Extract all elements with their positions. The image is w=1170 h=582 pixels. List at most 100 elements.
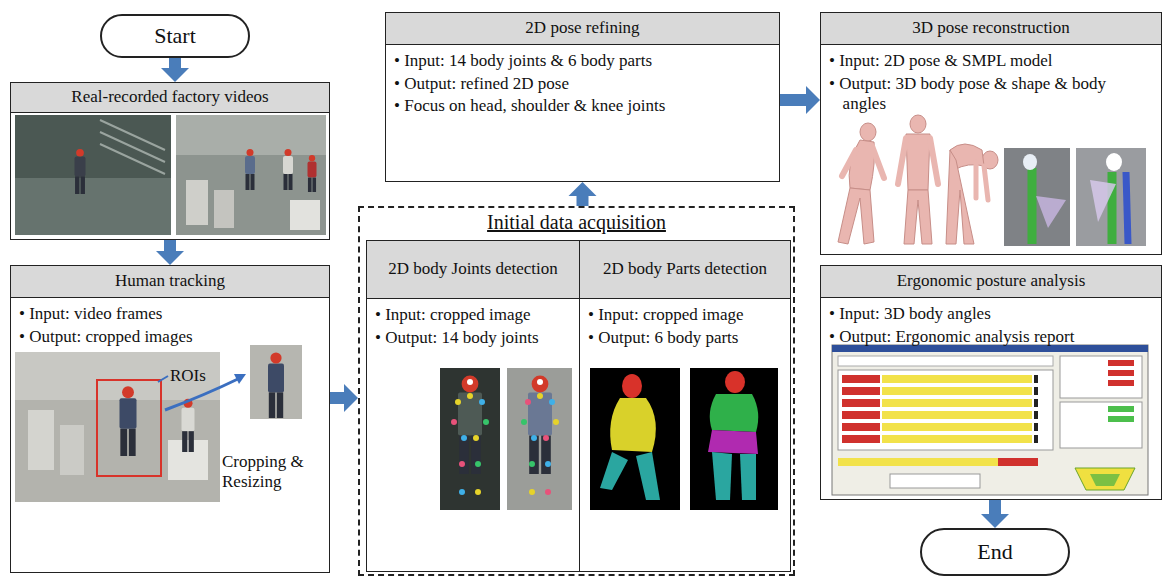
arrow-head (161, 68, 189, 82)
report-flag-red (1108, 380, 1134, 386)
video-worker-leg (246, 174, 250, 190)
box-body: • Input: 14 body joints & 6 body parts• … (386, 45, 779, 117)
report-header-field (838, 356, 1053, 366)
box-body: • Input: cropped image• Output: 14 body … (367, 299, 579, 348)
report-bar-red (842, 375, 880, 383)
angle-panel (1004, 148, 1070, 246)
roi-leader-line (158, 376, 168, 382)
box-body (11, 113, 329, 119)
mannequin-head (860, 123, 876, 141)
box-title: Ergonomic posture analysis (897, 271, 1086, 291)
terminal-label: End (977, 539, 1012, 565)
report-bar-red (998, 458, 1038, 466)
report-bar-yellow (882, 375, 1032, 383)
cropped-worker-leg (277, 392, 283, 418)
flow-arrow (981, 500, 1009, 528)
arrow-head (806, 86, 820, 114)
report-marker (1034, 399, 1038, 407)
report-side-panel (1060, 402, 1142, 448)
tracking-worker-body (182, 408, 195, 431)
bullet-text: • Output: refined 2D pose (394, 74, 771, 95)
arrow-shaft (164, 240, 176, 251)
report-bar-red (842, 387, 880, 395)
video-frame-photo (15, 115, 171, 235)
group-dashed-box: Initial data acquisition 2D body Joints d… (358, 206, 795, 576)
skeleton-segment (1108, 172, 1117, 244)
joint-dot (459, 461, 465, 467)
joint-dot (529, 489, 535, 495)
joints-worker-leg (541, 436, 551, 474)
report-bar-yellow (882, 423, 1032, 431)
arrow-shaft (989, 500, 1001, 514)
joint-dot (459, 489, 465, 495)
report-flag-red (1108, 370, 1134, 376)
report-marker (1034, 387, 1038, 395)
joint-dot (461, 435, 467, 441)
joints-image (440, 368, 500, 510)
process-box: 3D pose reconstruction• Input: 2D pose &… (820, 12, 1162, 255)
report-window (832, 345, 1148, 495)
flow-arrow (569, 182, 597, 206)
mannequin-legs (946, 150, 974, 244)
joint-dot (543, 435, 549, 441)
roi-rectangle (97, 380, 161, 476)
mannequin-arms (976, 162, 988, 200)
joint-dot (483, 419, 489, 425)
joints-worker-leg (529, 436, 539, 474)
report-marker (1034, 435, 1038, 443)
box-header: 3D pose reconstruction (821, 13, 1161, 45)
tracked-worker-leg (120, 429, 127, 456)
arrow-shaft (330, 392, 344, 404)
bullet-text: • Input: 3D body angles (829, 304, 1153, 325)
bullet-text: • Output: 6 body parts (588, 328, 782, 349)
cropped-worker-leg (269, 392, 275, 418)
tracking-block (60, 425, 84, 475)
joint-dot (467, 379, 473, 385)
cropped-worker-body (268, 364, 284, 393)
arrow-shaft (780, 94, 806, 106)
leg-part (636, 452, 660, 500)
tracking-worker-leg (182, 431, 187, 452)
bullet-text: • Focus on head, shoulder & knee joints (394, 96, 771, 117)
group-heading: Initial data acquisition (487, 211, 666, 233)
joint-dot (475, 489, 481, 495)
video-worker-leg (81, 176, 85, 194)
flow-arrow (156, 240, 184, 265)
box-header: 2D body Joints detection (367, 241, 579, 299)
report-flag-green (1108, 406, 1134, 412)
report-side-panel (1060, 356, 1142, 398)
box-header: 2D body Parts detection (580, 241, 790, 299)
report-bar-yellow (882, 387, 1032, 395)
bullet-text: • Output: Ergonomic analysis report (829, 327, 1153, 348)
video-block (290, 200, 320, 230)
tracked-worker-leg (129, 429, 136, 456)
hip-part (708, 430, 758, 454)
joints-worker-body (458, 392, 482, 435)
tracking-block (168, 440, 208, 480)
mannequin-head (910, 115, 926, 133)
cropped-image (250, 345, 302, 419)
box-body: • Input: 3D body angles• Output: Ergonom… (821, 298, 1161, 347)
video-worker-leg (75, 176, 79, 194)
bullet-text: • Input: video frames (19, 304, 321, 325)
box-title: 2D body Parts detection (603, 259, 767, 279)
process-box: Real-recorded factory videos (10, 82, 330, 240)
report-flag-green (1108, 416, 1134, 422)
terminal-pill: Start (100, 14, 250, 58)
report-flag-red (1108, 360, 1134, 366)
crop-arrow-head (234, 374, 246, 384)
skeleton-segment (1028, 168, 1037, 244)
skeleton-segment (1126, 172, 1128, 244)
joint-dot (451, 419, 457, 425)
box-header: Ergonomic posture analysis (821, 266, 1161, 298)
video-worker-body (308, 161, 317, 177)
leg-part (740, 454, 756, 500)
report-shape (1075, 468, 1135, 490)
head-part (725, 371, 745, 393)
tracking-photo (15, 352, 220, 502)
report-marker (1034, 375, 1038, 383)
tracking-block (28, 410, 54, 470)
process-box: 2D body Joints detection• Input: cropped… (366, 240, 580, 572)
bullet-text: • Input: cropped image (588, 305, 782, 326)
